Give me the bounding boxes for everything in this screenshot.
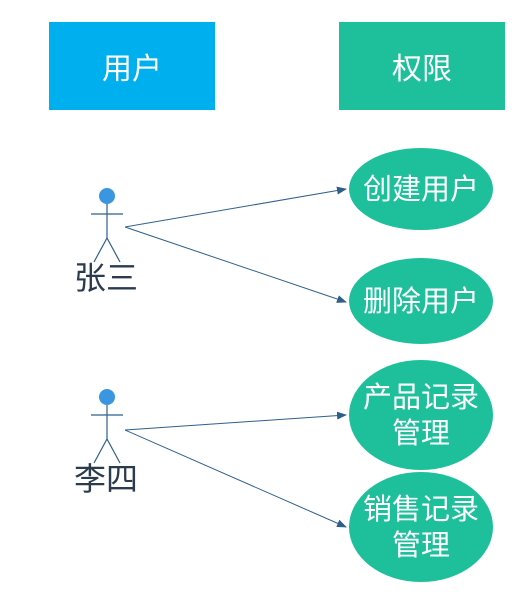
usecase-sales-records: 销售记录 管理 (349, 472, 493, 582)
permission-header-label: 权限 (392, 52, 452, 87)
actor-figure-2 (91, 389, 123, 464)
usecase-delete-user: 删除用户 (349, 258, 493, 344)
arrow-actor1-to-create-user (124, 186, 347, 228)
actor-name-2: 李四 (74, 460, 139, 498)
actor-figure-1 (91, 188, 123, 263)
actor-leg-right-1 (106, 237, 121, 263)
actor-leg-left-1 (93, 237, 108, 263)
user-header-label: 用户 (102, 52, 162, 87)
arrow-actor1-to-delete-user (124, 226, 347, 303)
permission-header: 权限 (339, 22, 505, 110)
arrow-actor2-to-product-records (124, 411, 347, 431)
usecase-product-records: 产品记录 管理 (349, 360, 493, 470)
actor-name-1: 张三 (74, 259, 139, 297)
usecase-create-user: 创建用户 (349, 148, 493, 230)
user-header: 用户 (49, 22, 215, 110)
actor-head-2 (99, 389, 115, 405)
arrow-actor2-to-sales-records (124, 429, 347, 528)
actor-head-1 (99, 188, 115, 204)
actor-leg-right-2 (106, 438, 121, 464)
actor-leg-left-2 (93, 438, 108, 464)
